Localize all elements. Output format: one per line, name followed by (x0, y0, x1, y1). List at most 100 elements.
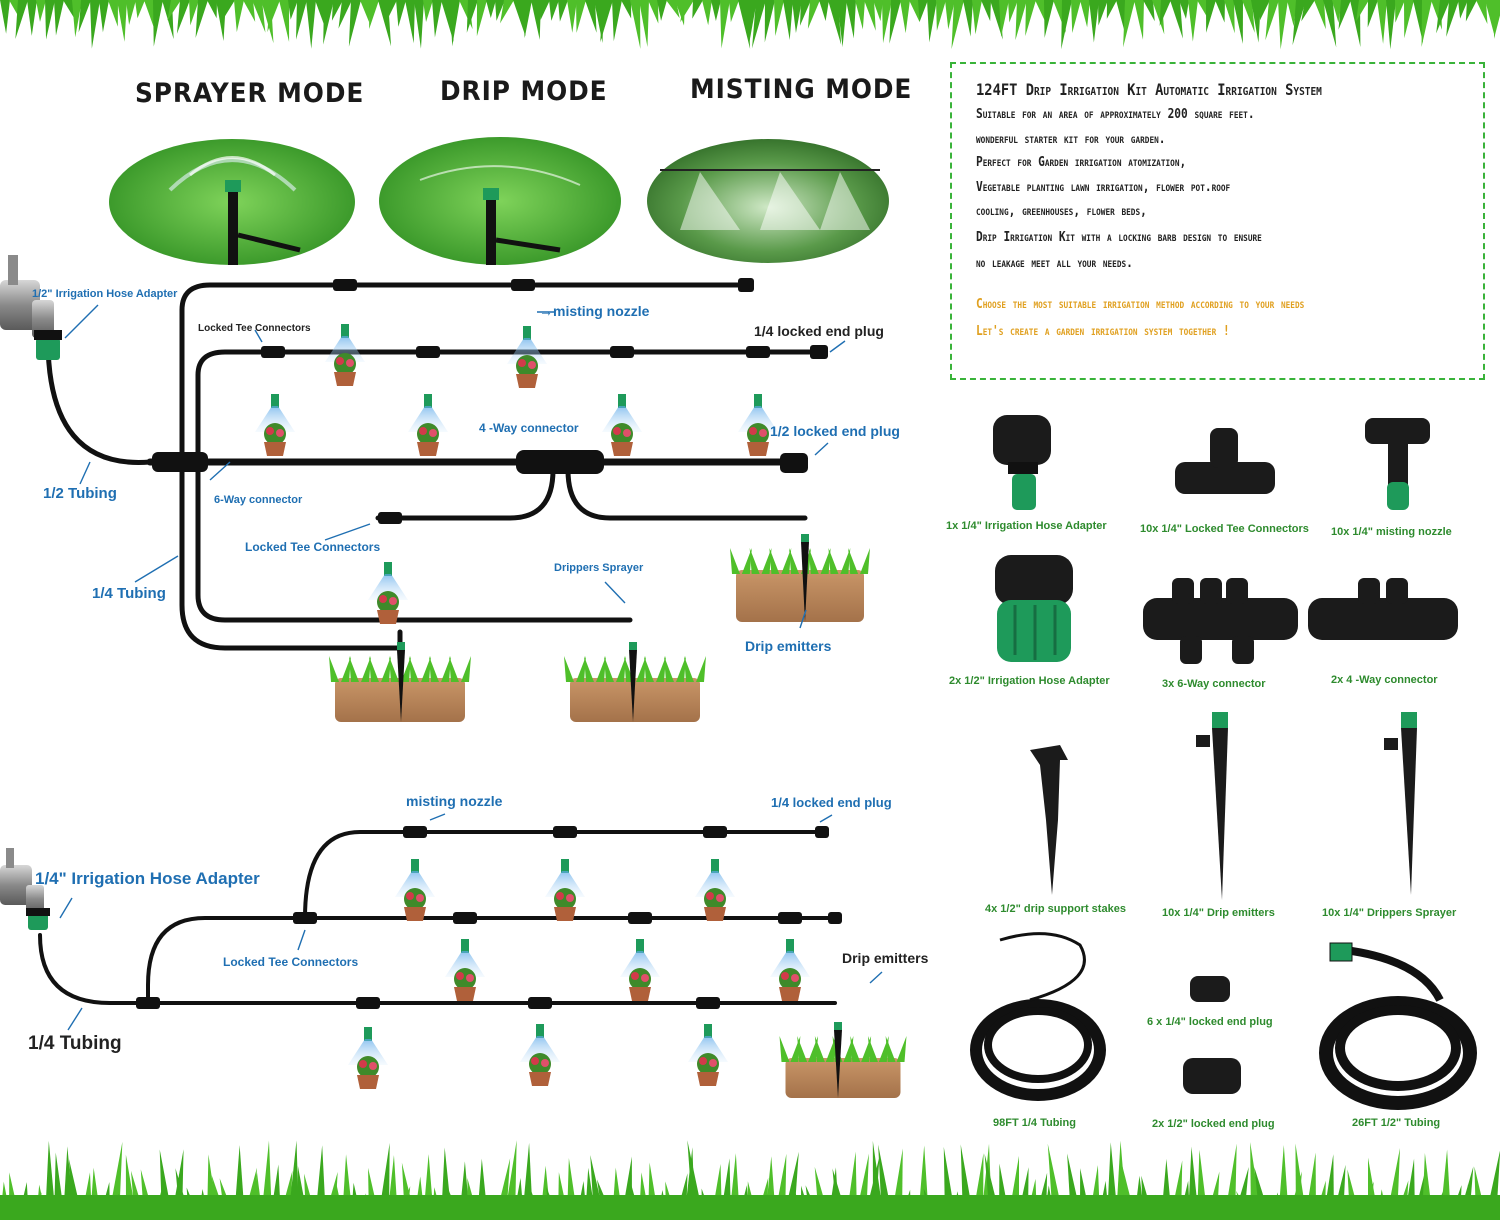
flower-pot (695, 859, 735, 921)
grass-base (0, 1195, 1500, 1220)
pot (264, 442, 286, 456)
grass-blade (1143, 0, 1155, 22)
grass-blade (1494, 0, 1500, 39)
pot (334, 372, 356, 386)
pot (554, 907, 576, 921)
grass-blade (267, 0, 280, 33)
part-label: 2x 4 -Way connector (1331, 674, 1438, 686)
grass-blade (692, 0, 703, 19)
grass-blade (741, 548, 752, 574)
soil (570, 678, 700, 722)
grass-blade (135, 0, 145, 19)
grass-blade (808, 548, 819, 574)
label-misting-nozzle-text: misting nozzle (553, 303, 650, 319)
tee-fitting (778, 912, 802, 924)
label-locked-tee-top: Locked Tee Connectors (198, 323, 311, 334)
grass-blade (850, 1036, 861, 1062)
grass-blade (1332, 0, 1342, 23)
grass-blade (461, 656, 471, 682)
emitter-head (397, 642, 405, 650)
label-quarter-tubing: 1/4 Tubing (92, 585, 166, 602)
grass-blade (1265, 0, 1279, 41)
stake (801, 542, 809, 622)
grass-blade (421, 656, 431, 682)
grass-blade (513, 0, 526, 37)
grass-blade (558, 0, 568, 22)
nozzle (754, 394, 762, 408)
flower (456, 972, 464, 980)
part-label: 4x 1/2" drip support stakes (985, 903, 1126, 915)
flower (556, 892, 564, 900)
grass-blade (216, 0, 226, 41)
grass-blade (500, 0, 514, 24)
part-label: 2x 1/2" Irrigation Hose Adapter (949, 675, 1110, 687)
grass-blade (783, 0, 793, 40)
grass-blade (234, 0, 244, 33)
grass-blade (789, 548, 800, 574)
grass-blade (846, 0, 856, 39)
grass-blade (432, 0, 442, 38)
tee-fitting (703, 826, 727, 838)
grass-blade (752, 0, 766, 49)
grass-blade (596, 656, 606, 682)
flower-pot (545, 859, 585, 921)
grass-blade (207, 0, 217, 19)
grass-blade (666, 0, 680, 19)
grass-blade (1025, 0, 1036, 37)
mist-cone (408, 406, 448, 432)
label-end-plug-half: 1/2 locked end plug (770, 423, 900, 439)
pot (454, 987, 476, 1001)
grass-blade (814, 1036, 825, 1062)
grass-blade (797, 1036, 808, 1062)
grass-blade (585, 0, 597, 33)
mist-cone (395, 871, 435, 897)
grass-blade (176, 0, 190, 34)
label-locked-tee-mid: Locked Tee Connectors (245, 540, 381, 554)
flower-pot (620, 939, 660, 1001)
label-half-tubing: 1/2 Tubing (43, 485, 117, 502)
part-drip-emitter (1196, 712, 1228, 900)
grass-blade (630, 0, 641, 49)
grass-blade (873, 0, 883, 22)
grass-blade (306, 0, 316, 49)
grass-blade (423, 0, 433, 22)
tee-fitting (403, 826, 427, 838)
grass-blade (927, 0, 937, 43)
flower (699, 1057, 707, 1065)
pot (704, 907, 726, 921)
top-grass-border (0, 0, 1500, 50)
label-misting-nozzle: →misting nozzle (539, 303, 650, 319)
nozzle (341, 324, 349, 338)
grass-blade (389, 656, 399, 682)
label-hose-adapter-half: 1/2" Irrigation Hose Adapter (32, 288, 178, 300)
flower (389, 597, 397, 605)
grass-blade (540, 0, 550, 20)
grass-blade (1206, 0, 1216, 33)
grass-blade (675, 0, 685, 26)
grass-blade (1215, 0, 1225, 23)
grass-blade (860, 548, 870, 574)
grass-blade (486, 0, 496, 19)
grass-blade (644, 656, 654, 682)
grass-blade (840, 548, 851, 574)
part-locked-tee (1175, 428, 1275, 494)
pot (611, 442, 633, 456)
grass-blade (360, 0, 370, 23)
tee-fitting (610, 346, 634, 358)
part-four-way-connector (1308, 578, 1458, 640)
info-line: wonderful starter kit for your garden. (976, 132, 1166, 147)
grass-blade (1008, 0, 1018, 23)
grass-blade (909, 0, 920, 23)
label-four-way: 4 -Way connector (479, 421, 579, 435)
grass-blade (684, 656, 694, 682)
part-label: 26FT 1/2" Tubing (1352, 1117, 1441, 1129)
grass-blade (855, 0, 865, 30)
flower (528, 361, 536, 369)
grass-blade (1314, 0, 1326, 30)
grass-blade (889, 0, 901, 44)
grass-blade (837, 0, 847, 48)
grass-blade (584, 656, 594, 682)
grass-blade (769, 548, 780, 574)
tee-fitting (293, 912, 317, 924)
grass-blade (749, 548, 760, 574)
